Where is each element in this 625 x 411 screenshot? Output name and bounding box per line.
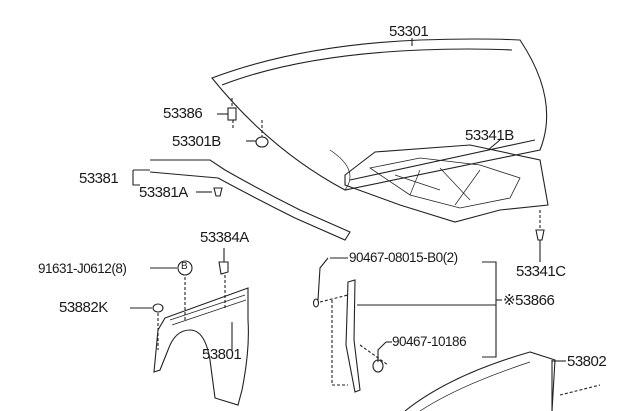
- fender-drawing: [404, 351, 601, 411]
- label-hood-insulator: 53341B: [465, 127, 514, 144]
- label-hood-stopper: 53301B: [172, 133, 221, 150]
- label-screw-b: 90467-10186: [392, 334, 467, 349]
- label-hood-seal-clip: 53381A: [139, 184, 188, 201]
- label-bolt: 91631-J0612(8): [38, 261, 127, 276]
- label-hood-seal: 53381: [79, 170, 119, 187]
- label-fender-bracket-clip: 53384A: [200, 229, 249, 246]
- label-screw-a: 90467-08015-B0(2): [349, 250, 458, 265]
- label-insulator-clip: 53341C: [516, 263, 566, 280]
- hood-insulator-drawing: [344, 139, 549, 262]
- label-hood: 53301: [389, 23, 429, 40]
- fender-seal-drawing: [312, 257, 502, 393]
- bolt-marker-circle: [177, 260, 193, 276]
- label-fender-apron: 53801: [202, 346, 242, 363]
- label-fender-plug: 53882K: [59, 299, 108, 316]
- label-fender: 53802: [567, 353, 607, 370]
- hood-drawing: [211, 38, 548, 191]
- label-fender-seal-group: ※53866: [503, 292, 555, 309]
- fender-apron-drawing: [130, 248, 249, 406]
- hood-seal-drawing: [132, 159, 351, 241]
- hood-bumper-drawing: [217, 98, 269, 148]
- label-hood-bumper: 53386: [163, 105, 203, 122]
- bolt-marker-letter: B: [181, 261, 188, 272]
